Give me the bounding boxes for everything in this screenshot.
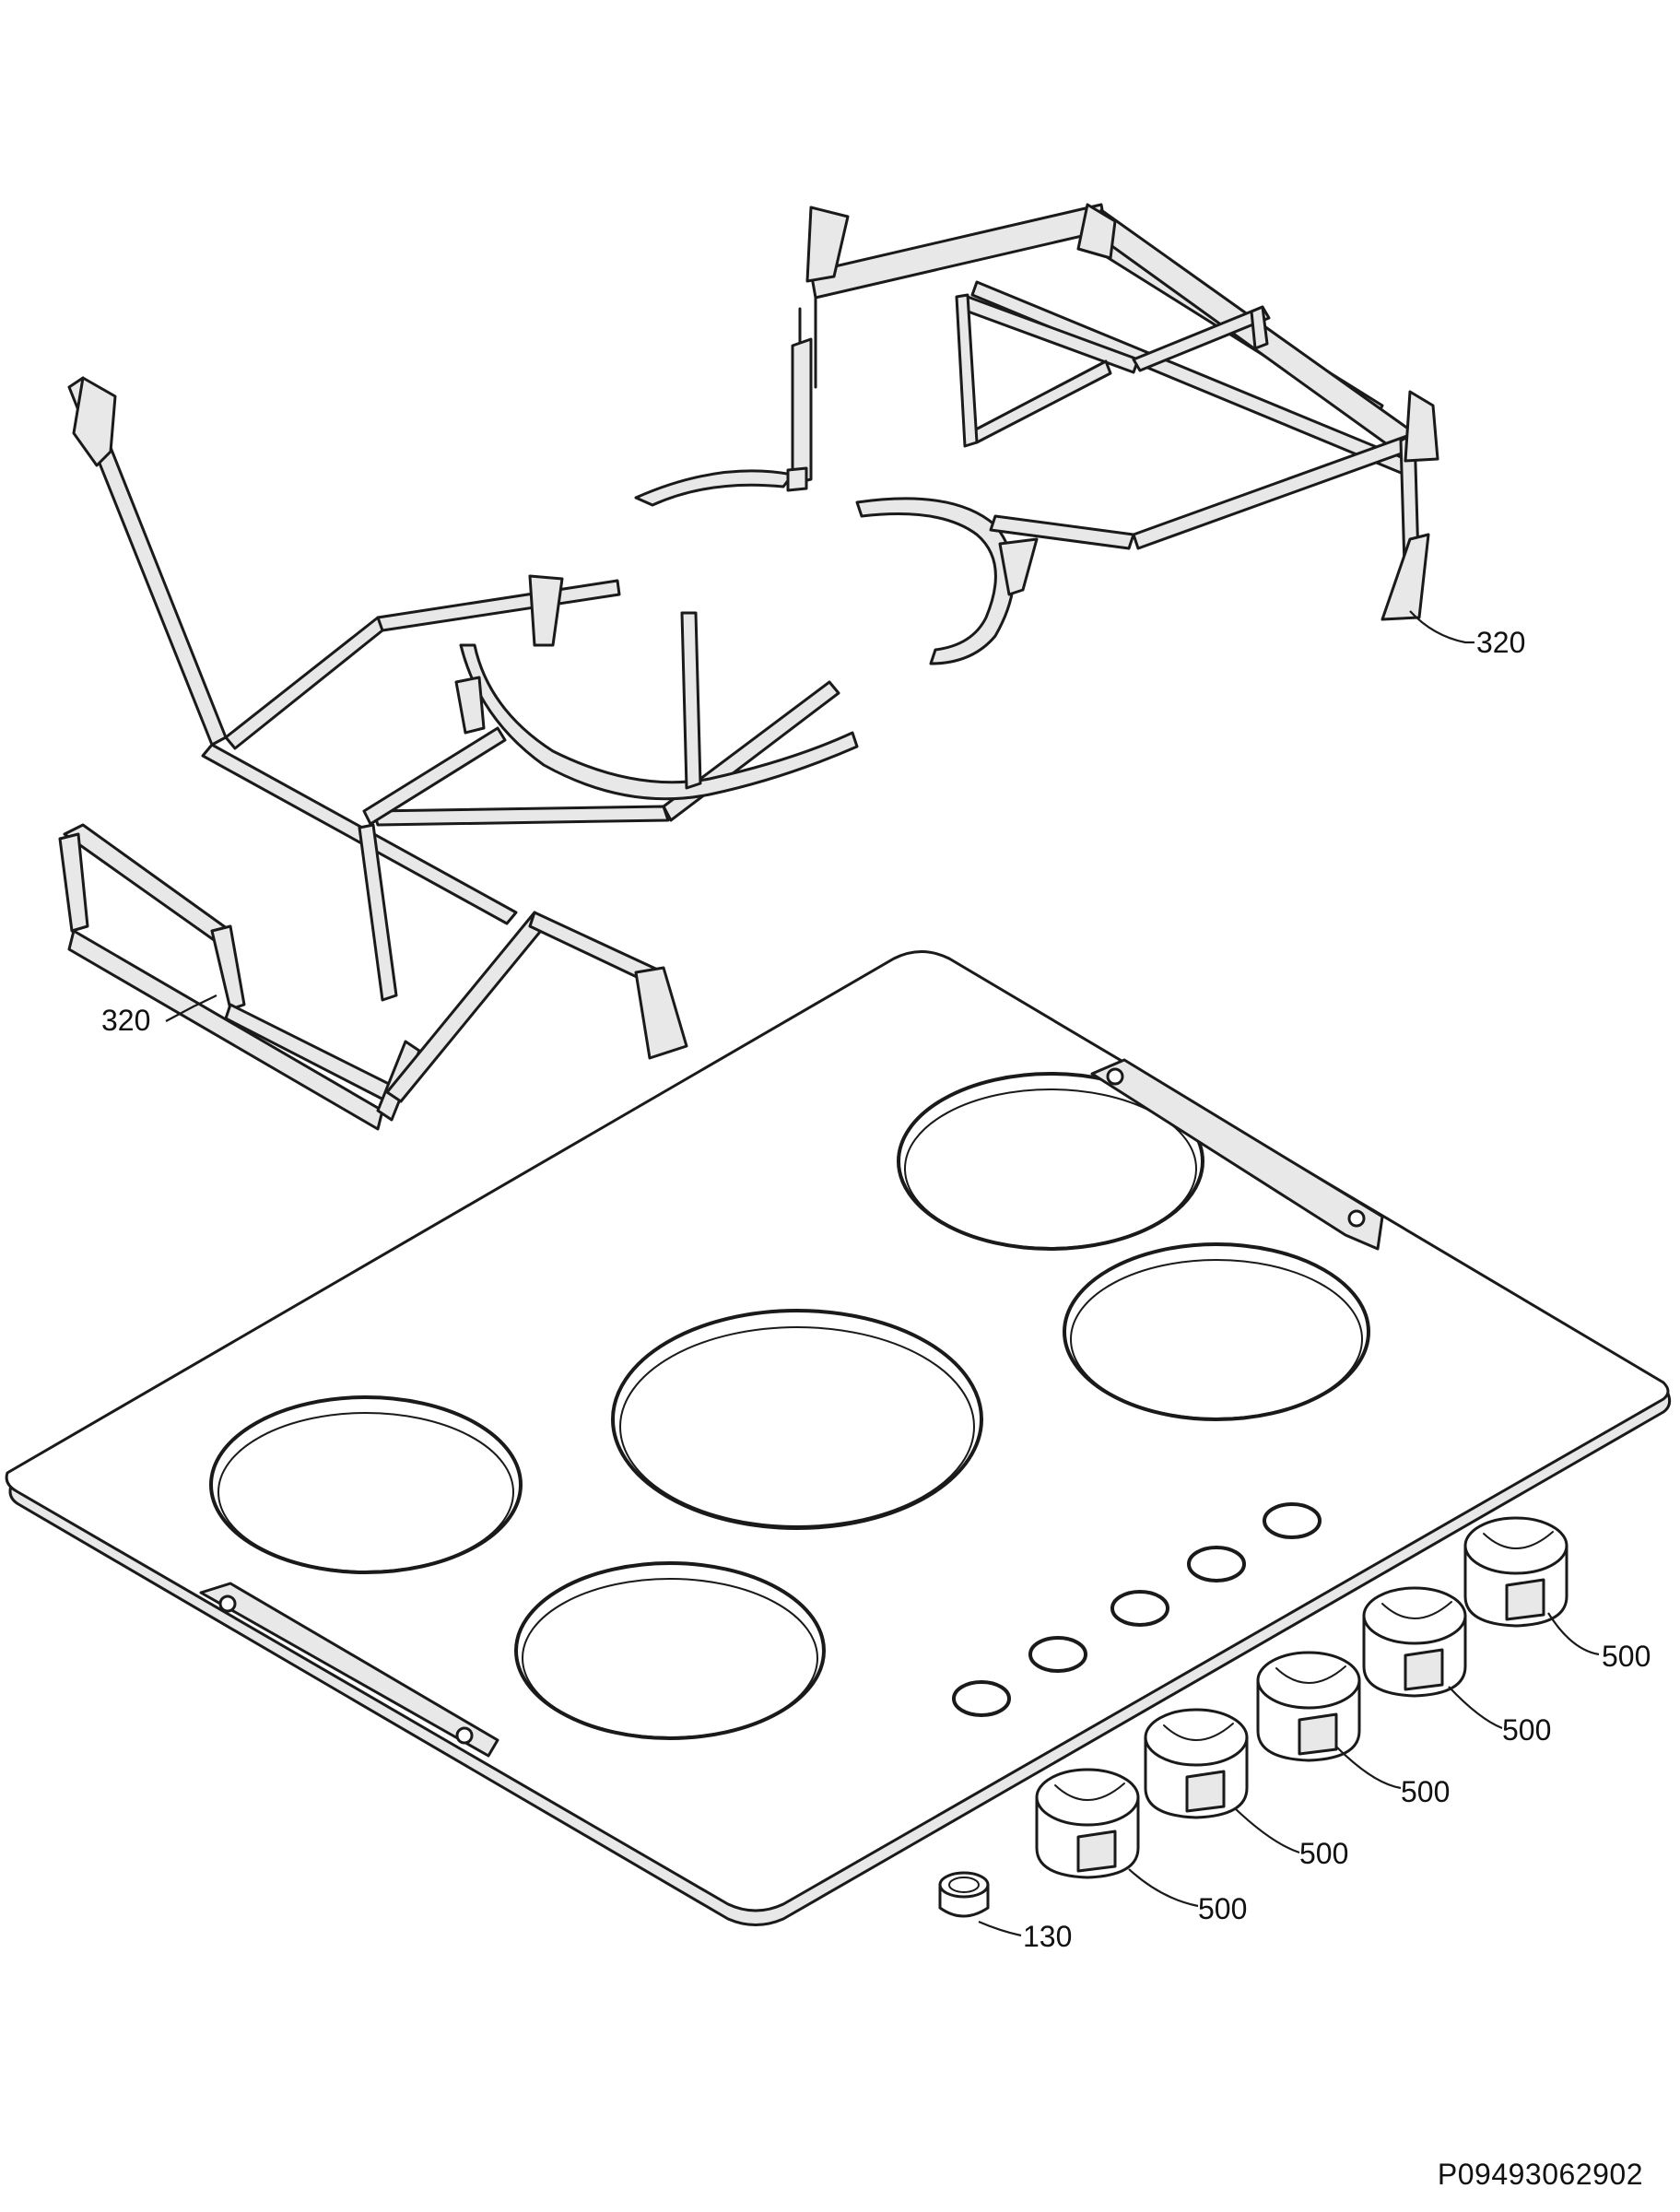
label-knob-4: 500 [1502,1713,1551,1747]
mounting-bracket-front [199,1582,499,1758]
grate-rear [634,203,1439,665]
knob-4 [1362,1586,1467,1698]
label-grate-rear: 320 [1476,626,1525,659]
burner-hole-center [611,1309,983,1530]
knob-2 [1144,1708,1249,1819]
spindle-holes [952,1502,1322,1717]
mounting-bracket-rear [1090,1058,1384,1251]
drawing-code: P09493062902 [1437,2158,1643,2191]
seal-ring [938,1871,990,1918]
label-seal: 130 [1023,1920,1072,1953]
label-grate-front: 320 [101,1004,150,1037]
hob-top-plate [5,950,1672,1926]
knob-5 [1463,1516,1568,1628]
knob-1 [1035,1768,1140,1879]
label-knob-3: 500 [1401,1775,1450,1808]
knob-3 [1256,1651,1361,1762]
label-knob-2: 500 [1299,1837,1348,1870]
grate-front [58,376,859,1131]
label-knob-1: 500 [1198,1892,1247,1925]
label-knob-5: 500 [1602,1640,1651,1673]
